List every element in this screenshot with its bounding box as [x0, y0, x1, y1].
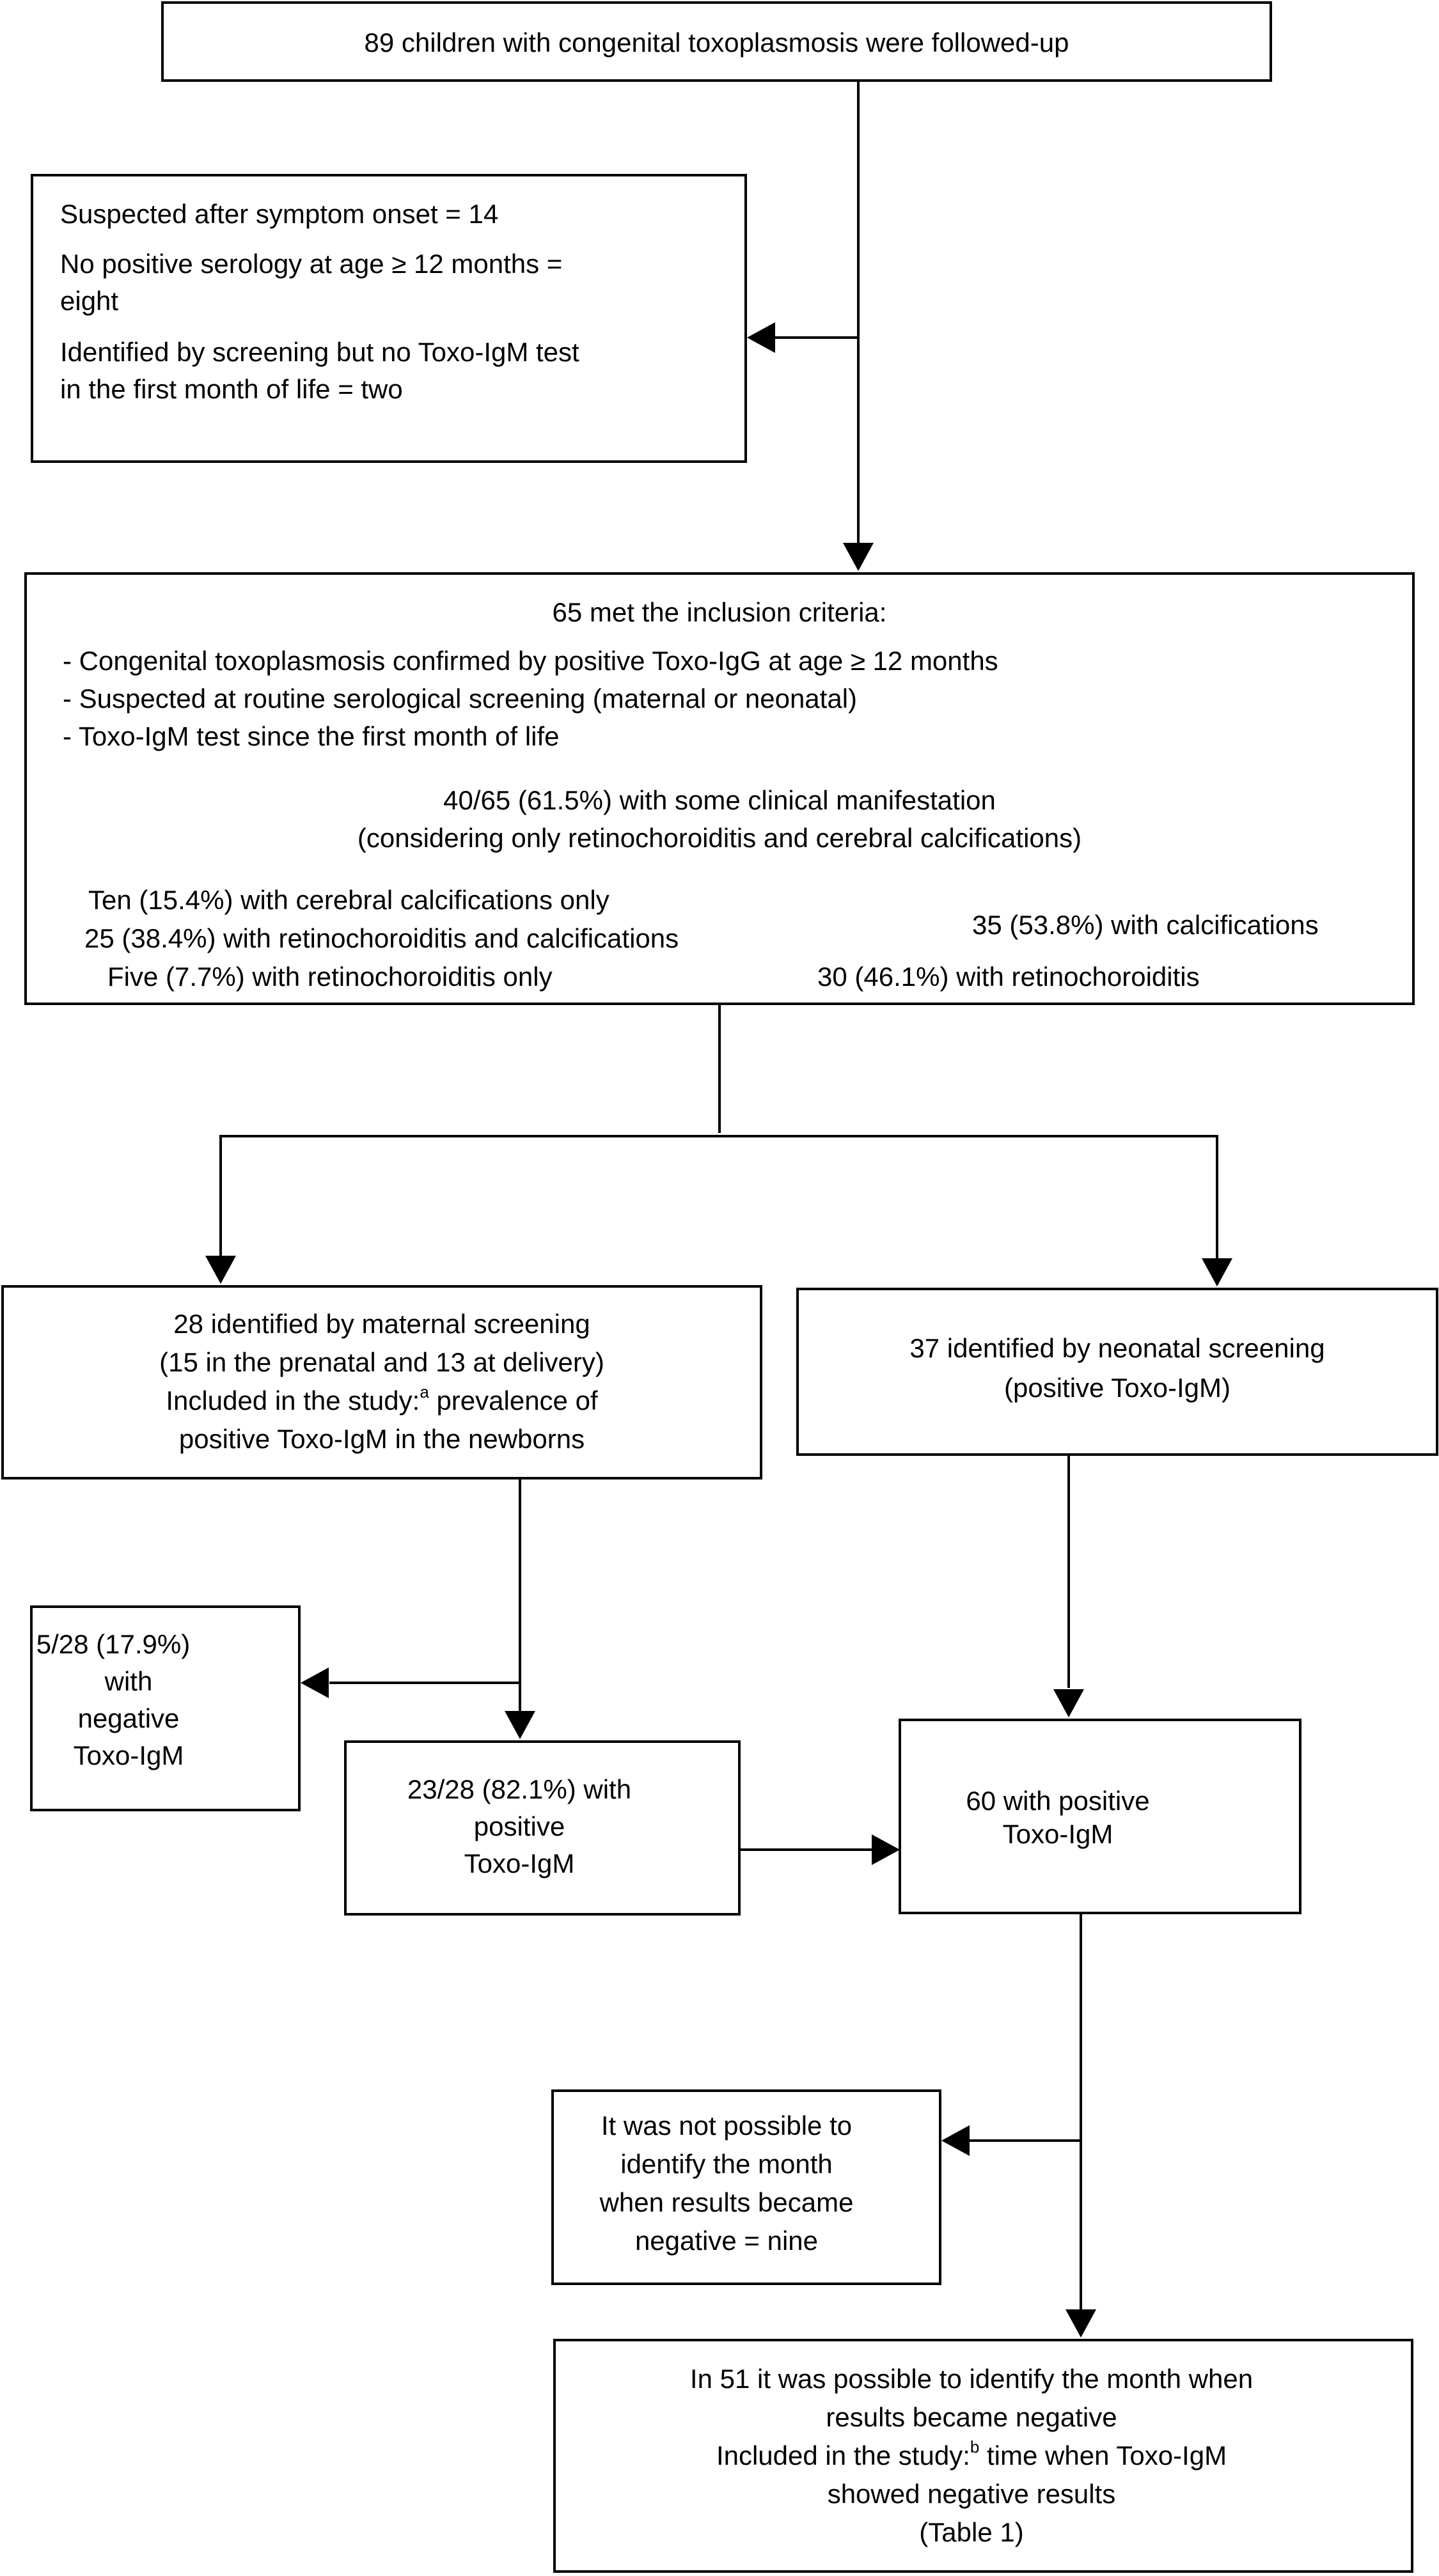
- arrowhead-identified: [1065, 2309, 1096, 2338]
- arrowhead-positive-maternal: [505, 1711, 535, 1739]
- identified-line-3: Included in the study:b time when Toxo-I…: [556, 2437, 1387, 2474]
- maternal-line-2: (15 in the prenatal and 13 at delivery): [159, 1347, 604, 1377]
- positive-igm-maternal-box: 23/28 (82.1%) with positive Toxo-IgM: [344, 1740, 741, 1916]
- neonatal-screening-box: 37 identified by neonatal screening (pos…: [796, 1288, 1438, 1456]
- negative-line-3: negative: [77, 1703, 180, 1733]
- maternal-line-3: Included in the study:a prevalence of: [4, 1382, 760, 1419]
- positive-maternal-line-1: 23/28 (82.1%) with: [407, 1774, 632, 1804]
- negative-line-2: with: [104, 1666, 153, 1696]
- followed-up-box: 89 children with congenital toxoplasmosi…: [161, 1, 1272, 82]
- maternal-line-4: positive Toxo-IgM in the newborns: [178, 1424, 585, 1454]
- negative-line-4: Toxo-IgM: [73, 1740, 184, 1770]
- not-identified-line-2: identify the month: [620, 2149, 833, 2179]
- month-identified-box: In 51 it was possible to identify the mo…: [553, 2339, 1413, 2573]
- identified-included-label: Included in the study:: [716, 2440, 970, 2471]
- arrowhead-not-identified: [941, 2125, 970, 2156]
- arrowhead-maternal: [205, 1256, 236, 1284]
- positive-maternal-line-3: Toxo-IgM: [464, 1848, 575, 1878]
- neonatal-line-2: (positive Toxo-IgM): [1003, 1373, 1231, 1403]
- excluded-box: Suspected after symptom onset = 14 No po…: [31, 174, 747, 463]
- breakdown-both: 25 (38.4%) with retinochoroiditis and ca…: [84, 923, 679, 953]
- positive-total-line-1: 60 with positive: [966, 1786, 1150, 1816]
- positive-igm-total-box: 60 with positive Toxo-IgM: [899, 1719, 1301, 1914]
- month-not-identified-box: It was not possible to identify the mont…: [551, 2089, 941, 2285]
- maternal-screening-box: 28 identified by maternal screening (15 …: [1, 1285, 762, 1479]
- maternal-prevalence-text: prevalence of: [429, 1386, 598, 1416]
- not-identified-line-3: when results became: [599, 2187, 854, 2217]
- breakdown-retinochoroiditis-only: Five (7.7%) with retinochoroiditis only: [107, 962, 553, 992]
- followed-up-text: 89 children with congenital toxoplasmosi…: [364, 27, 1069, 58]
- identified-time-text: time when Toxo-IgM: [979, 2440, 1227, 2471]
- neonatal-line-1: 37 identified by neonatal screening: [909, 1333, 1325, 1363]
- excluded-line-2: No positive serology at age ≥ 12 months …: [60, 249, 563, 279]
- arrowhead-neonatal: [1202, 1258, 1232, 1286]
- positive-maternal-line-2: positive: [473, 1811, 565, 1841]
- manifestation-summary: 40/65 (61.5%) with some clinical manifes…: [443, 785, 996, 815]
- negative-igm-box: 5/28 (17.9%) with negative Toxo-IgM: [30, 1605, 301, 1811]
- criterion-3: - Toxo-IgM test since the first month of…: [63, 721, 560, 751]
- retinochoroiditis-total: 30 (46.1%) with retinochoroiditis: [817, 962, 1200, 992]
- arrowhead-negative: [301, 1667, 329, 1698]
- excluded-line-1: Suspected after symptom onset = 14: [60, 199, 499, 229]
- not-identified-line-1: It was not possible to: [601, 2111, 853, 2141]
- identified-line-1: In 51 it was possible to identify the mo…: [689, 2364, 1254, 2394]
- arrowhead-positive-all-top: [1053, 1689, 1084, 1717]
- arrowhead-excluded: [747, 322, 775, 353]
- arrowhead-inclusion: [843, 543, 874, 571]
- identified-line-5: (Table 1): [919, 2517, 1024, 2547]
- breakdown-calcifications-only: Ten (15.4%) with cerebral calcifications…: [88, 885, 609, 915]
- criterion-2: - Suspected at routine serological scree…: [63, 683, 858, 714]
- maternal-included-label: Included in the study:: [166, 1386, 420, 1416]
- footnote-a-marker: a: [420, 1382, 429, 1401]
- not-identified-line-4: negative = nine: [634, 2226, 819, 2256]
- arrowhead-positive-all-left: [872, 1834, 900, 1865]
- criterion-1: - Congenital toxoplasmosis confirmed by …: [63, 646, 998, 676]
- excluded-line-3: eight: [60, 286, 119, 316]
- maternal-line-1: 28 identified by maternal screening: [173, 1309, 590, 1339]
- positive-total-line-2: Toxo-IgM: [1002, 1819, 1113, 1849]
- identified-line-2: results became negative: [826, 2402, 1117, 2432]
- footnote-b-marker: b: [970, 2437, 980, 2456]
- excluded-line-4: Identified by screening but no Toxo-IgM …: [60, 337, 579, 367]
- inclusion-title: 65 met the inclusion criteria:: [552, 597, 887, 627]
- identified-line-4: showed negative results: [827, 2479, 1116, 2509]
- excluded-line-5: in the first month of life = two: [60, 374, 403, 404]
- negative-line-1: 5/28 (17.9%): [36, 1629, 191, 1659]
- manifestation-note: (considering only retinochoroiditis and …: [357, 823, 1082, 853]
- inclusion-criteria-box: 65 met the inclusion criteria: - Congeni…: [24, 572, 1415, 1005]
- calcifications-total: 35 (53.8%) with calcifications: [972, 910, 1319, 940]
